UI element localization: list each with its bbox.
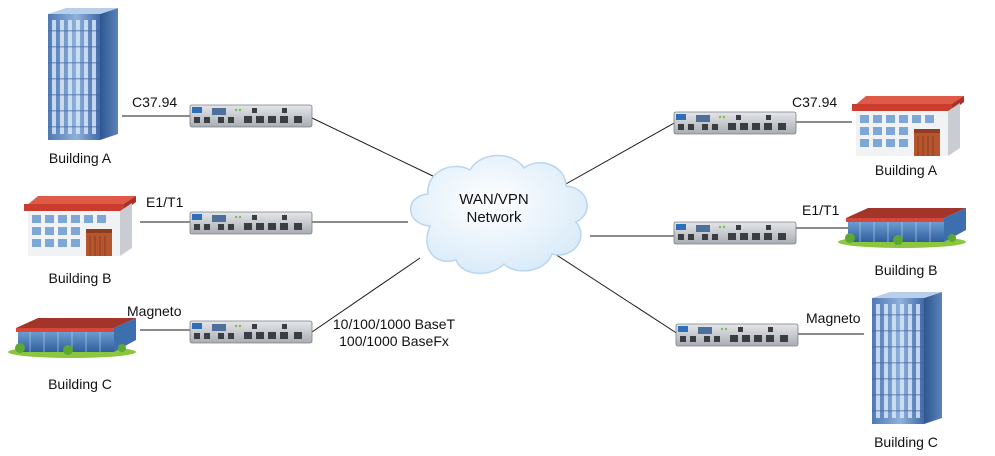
network-appliance-icon bbox=[673, 221, 797, 245]
wan-label-line1: WAN/VPN bbox=[459, 191, 529, 208]
link-a-left-wan bbox=[311, 117, 438, 179]
office-tower-icon bbox=[48, 8, 118, 140]
network-appliance-icon bbox=[675, 323, 799, 347]
link-a-right-wan bbox=[556, 121, 677, 190]
building-label-right-b: Building B bbox=[874, 262, 938, 278]
interface-label-left-a: C37.94 bbox=[132, 94, 178, 110]
network-appliance-icon bbox=[189, 104, 313, 128]
building-label-right-a: Building A bbox=[874, 162, 938, 178]
warehouse-icon bbox=[837, 207, 967, 249]
ethernet-line2: 100/1000 BaseFx bbox=[339, 333, 449, 349]
building-label-left-b: Building B bbox=[48, 270, 112, 286]
interface-label-left-b: E1/T1 bbox=[146, 194, 184, 210]
interface-label-right-b: E1/T1 bbox=[802, 202, 840, 218]
link-c-left-wan bbox=[311, 257, 421, 333]
wan-label-line2: Network bbox=[466, 209, 522, 226]
cloud-icon bbox=[409, 154, 588, 275]
office-building-icon bbox=[851, 95, 965, 157]
interface-label-right-a: C37.94 bbox=[792, 94, 838, 110]
office-building-icon bbox=[23, 195, 137, 257]
network-appliance-icon bbox=[189, 320, 313, 344]
building-label-left-c: Building C bbox=[48, 376, 112, 392]
wan-network-label: WAN/VPN Network bbox=[459, 191, 528, 227]
ethernet-line1: 10/100/1000 BaseT bbox=[332, 316, 456, 332]
office-tower-icon bbox=[872, 292, 942, 424]
building-label-right-c: Building C bbox=[874, 434, 938, 450]
network-appliance-icon bbox=[673, 111, 797, 135]
interface-label-right-c: Magneto bbox=[806, 310, 861, 326]
link-c-right-wan bbox=[554, 253, 679, 335]
building-label-left-a: Building A bbox=[48, 150, 112, 166]
interface-label-left-c: Magneto bbox=[127, 303, 182, 319]
ethernet-speed-label: 10/100/1000 BaseT 100/1000 BaseFx bbox=[333, 316, 455, 350]
warehouse-icon bbox=[7, 317, 137, 359]
network-appliance-icon bbox=[189, 211, 313, 235]
connection-lines bbox=[122, 115, 864, 335]
